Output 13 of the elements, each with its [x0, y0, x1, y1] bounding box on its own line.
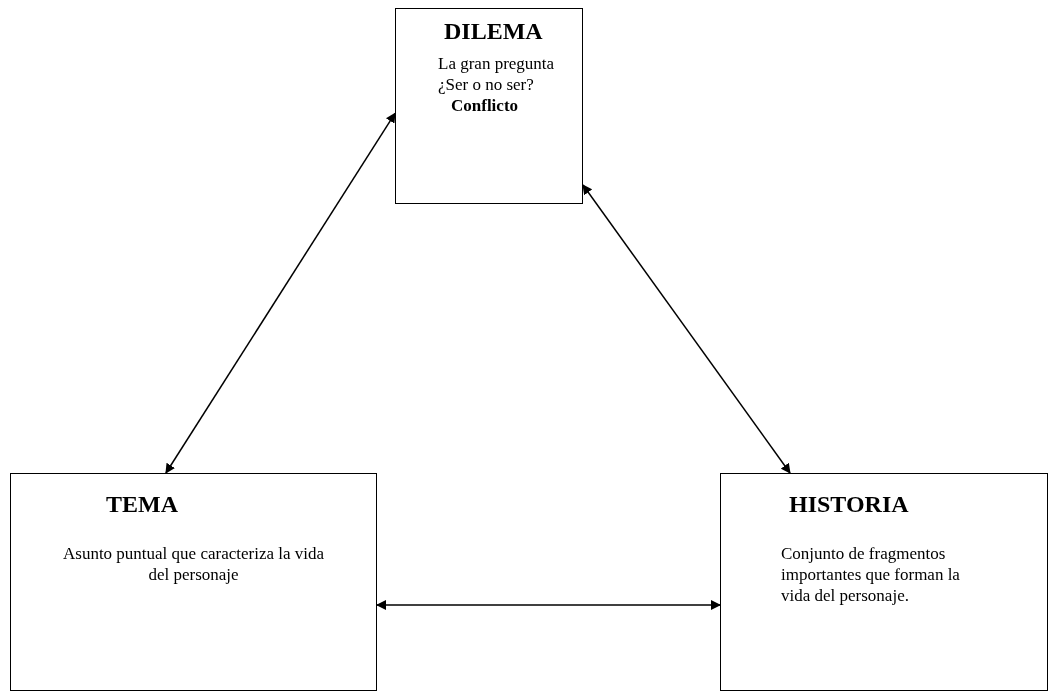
double-arrow	[165, 112, 396, 474]
box-text: Asunto puntual que caracteriza la vida del personaje	[62, 543, 325, 585]
box-text: Conflicto	[451, 95, 520, 116]
double-arrow	[582, 184, 791, 474]
box-heading: DILEMA	[444, 17, 544, 45]
text-box	[395, 8, 583, 204]
box-text: Conjunto de fragmentos importantes que forman la vida del personaje.	[781, 543, 961, 606]
double-arrow	[376, 600, 721, 610]
text-box	[10, 473, 377, 691]
box-text: La gran pregunta ¿Ser o no ser?	[438, 53, 556, 95]
box-heading: TEMA	[106, 490, 179, 518]
text-box	[720, 473, 1048, 691]
box-heading: HISTORIA	[789, 490, 910, 518]
